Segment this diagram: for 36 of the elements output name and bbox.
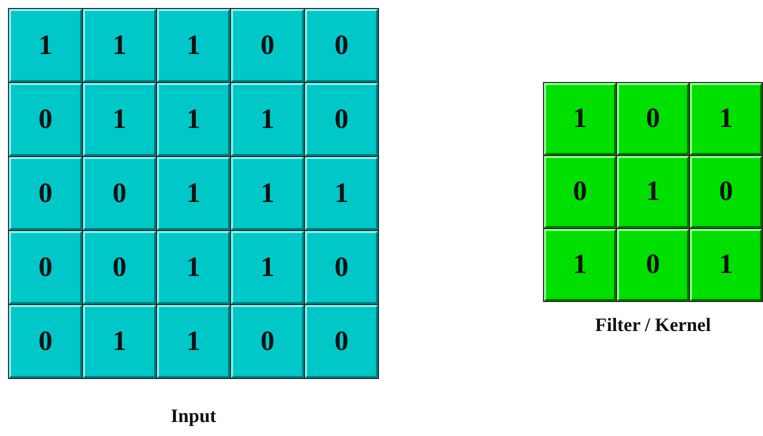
matrix-cell: 1	[83, 305, 156, 378]
matrix-cell: 0	[617, 229, 689, 301]
matrix-cell: 0	[690, 156, 762, 228]
matrix-cell: 1	[83, 83, 156, 156]
matrix-cell: 1	[83, 9, 156, 82]
matrix-cell: 1	[157, 9, 230, 82]
matrix-cell: 0	[231, 305, 304, 378]
matrix-cell: 0	[305, 305, 378, 378]
matrix-cell: 1	[231, 83, 304, 156]
matrix-cell: 0	[83, 157, 156, 230]
matrix-cell: 1	[157, 231, 230, 304]
matrix-cell: 1	[157, 83, 230, 156]
matrix-cell: 0	[9, 83, 82, 156]
matrix-cell: 0	[83, 231, 156, 304]
matrix-cell: 1	[231, 231, 304, 304]
matrix-cell: 0	[231, 9, 304, 82]
matrix-cell: 1	[544, 83, 616, 155]
matrix-cell: 0	[617, 83, 689, 155]
matrix-cell: 1	[544, 229, 616, 301]
matrix-cell: 0	[305, 9, 378, 82]
matrix-cell: 1	[9, 9, 82, 82]
matrix-cell: 1	[690, 229, 762, 301]
matrix-cell: 1	[157, 305, 230, 378]
matrix-cell: 0	[544, 156, 616, 228]
matrix-cell: 0	[9, 157, 82, 230]
matrix-cell: 1	[690, 83, 762, 155]
matrix-cell: 1	[617, 156, 689, 228]
matrix-cell: 1	[157, 157, 230, 230]
matrix-cell: 1	[231, 157, 304, 230]
matrix-cell: 0	[9, 305, 82, 378]
grid-caption: Input	[170, 406, 216, 428]
matrix-cell: 0	[9, 231, 82, 304]
grid-caption: Filter / Kernel	[595, 315, 711, 337]
matrix-cell: 1	[305, 157, 378, 230]
matrix-cell: 0	[305, 83, 378, 156]
matrix-cell: 0	[305, 231, 378, 304]
